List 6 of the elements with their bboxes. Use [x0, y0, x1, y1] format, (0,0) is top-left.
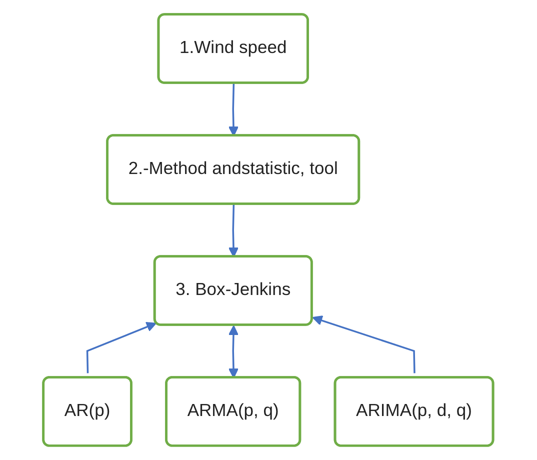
arrow	[228, 325, 239, 378]
arrow	[86, 322, 157, 374]
arrow	[312, 316, 416, 374]
flowchart: 1.Wind speed 2.-Method andstatistic, tool 3. Box-Jenkins AR(p) ARMA(p, q) ARIMA(p, d, q)	[34, 5, 503, 455]
arrow	[228, 204, 239, 258]
arrow	[228, 83, 239, 136]
